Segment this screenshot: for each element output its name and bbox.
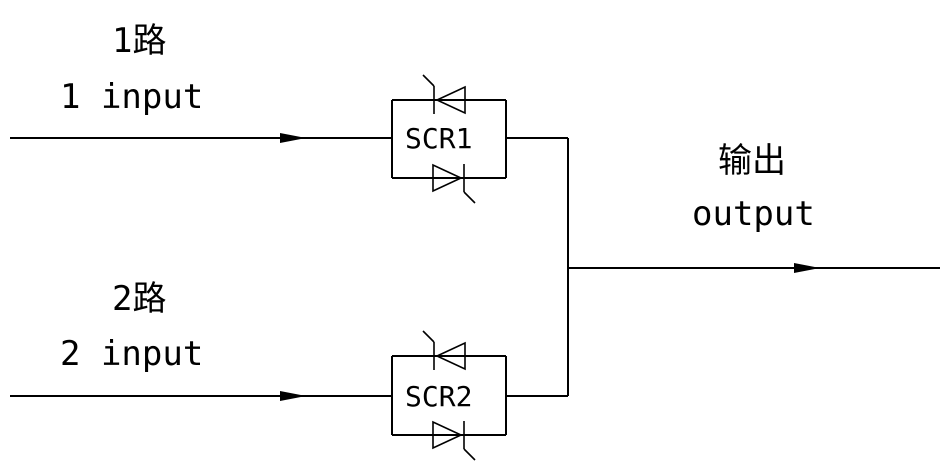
input-1-label-en: 1 input bbox=[60, 77, 203, 117]
scr2-label: SCR2 bbox=[405, 380, 472, 413]
input-2-wire bbox=[10, 391, 392, 401]
scr1-upper-thyristor-icon bbox=[422, 74, 466, 115]
input-1-wire bbox=[10, 133, 392, 143]
input-2-label-en: 2 input bbox=[60, 334, 203, 374]
input-1-label-cn: 1路 bbox=[112, 21, 166, 61]
input-2-label-cn: 2路 bbox=[112, 279, 166, 319]
input-2-arrow-icon bbox=[280, 391, 306, 401]
scr2-lower-thyristor-icon bbox=[432, 420, 476, 461]
output-label-en: output bbox=[692, 194, 815, 234]
scr2-upper-thyristor-icon bbox=[422, 330, 466, 371]
output-arrow-icon bbox=[794, 263, 820, 273]
scr2-block: SCR2 bbox=[391, 330, 507, 461]
input-1-arrow-icon bbox=[280, 133, 306, 143]
scr1-label: SCR1 bbox=[405, 122, 472, 155]
output-junction bbox=[506, 137, 940, 397]
scr1-lower-thyristor-icon bbox=[432, 163, 476, 204]
scr1-block: SCR1 bbox=[391, 74, 507, 204]
output-label-cn: 输出 bbox=[718, 141, 786, 181]
